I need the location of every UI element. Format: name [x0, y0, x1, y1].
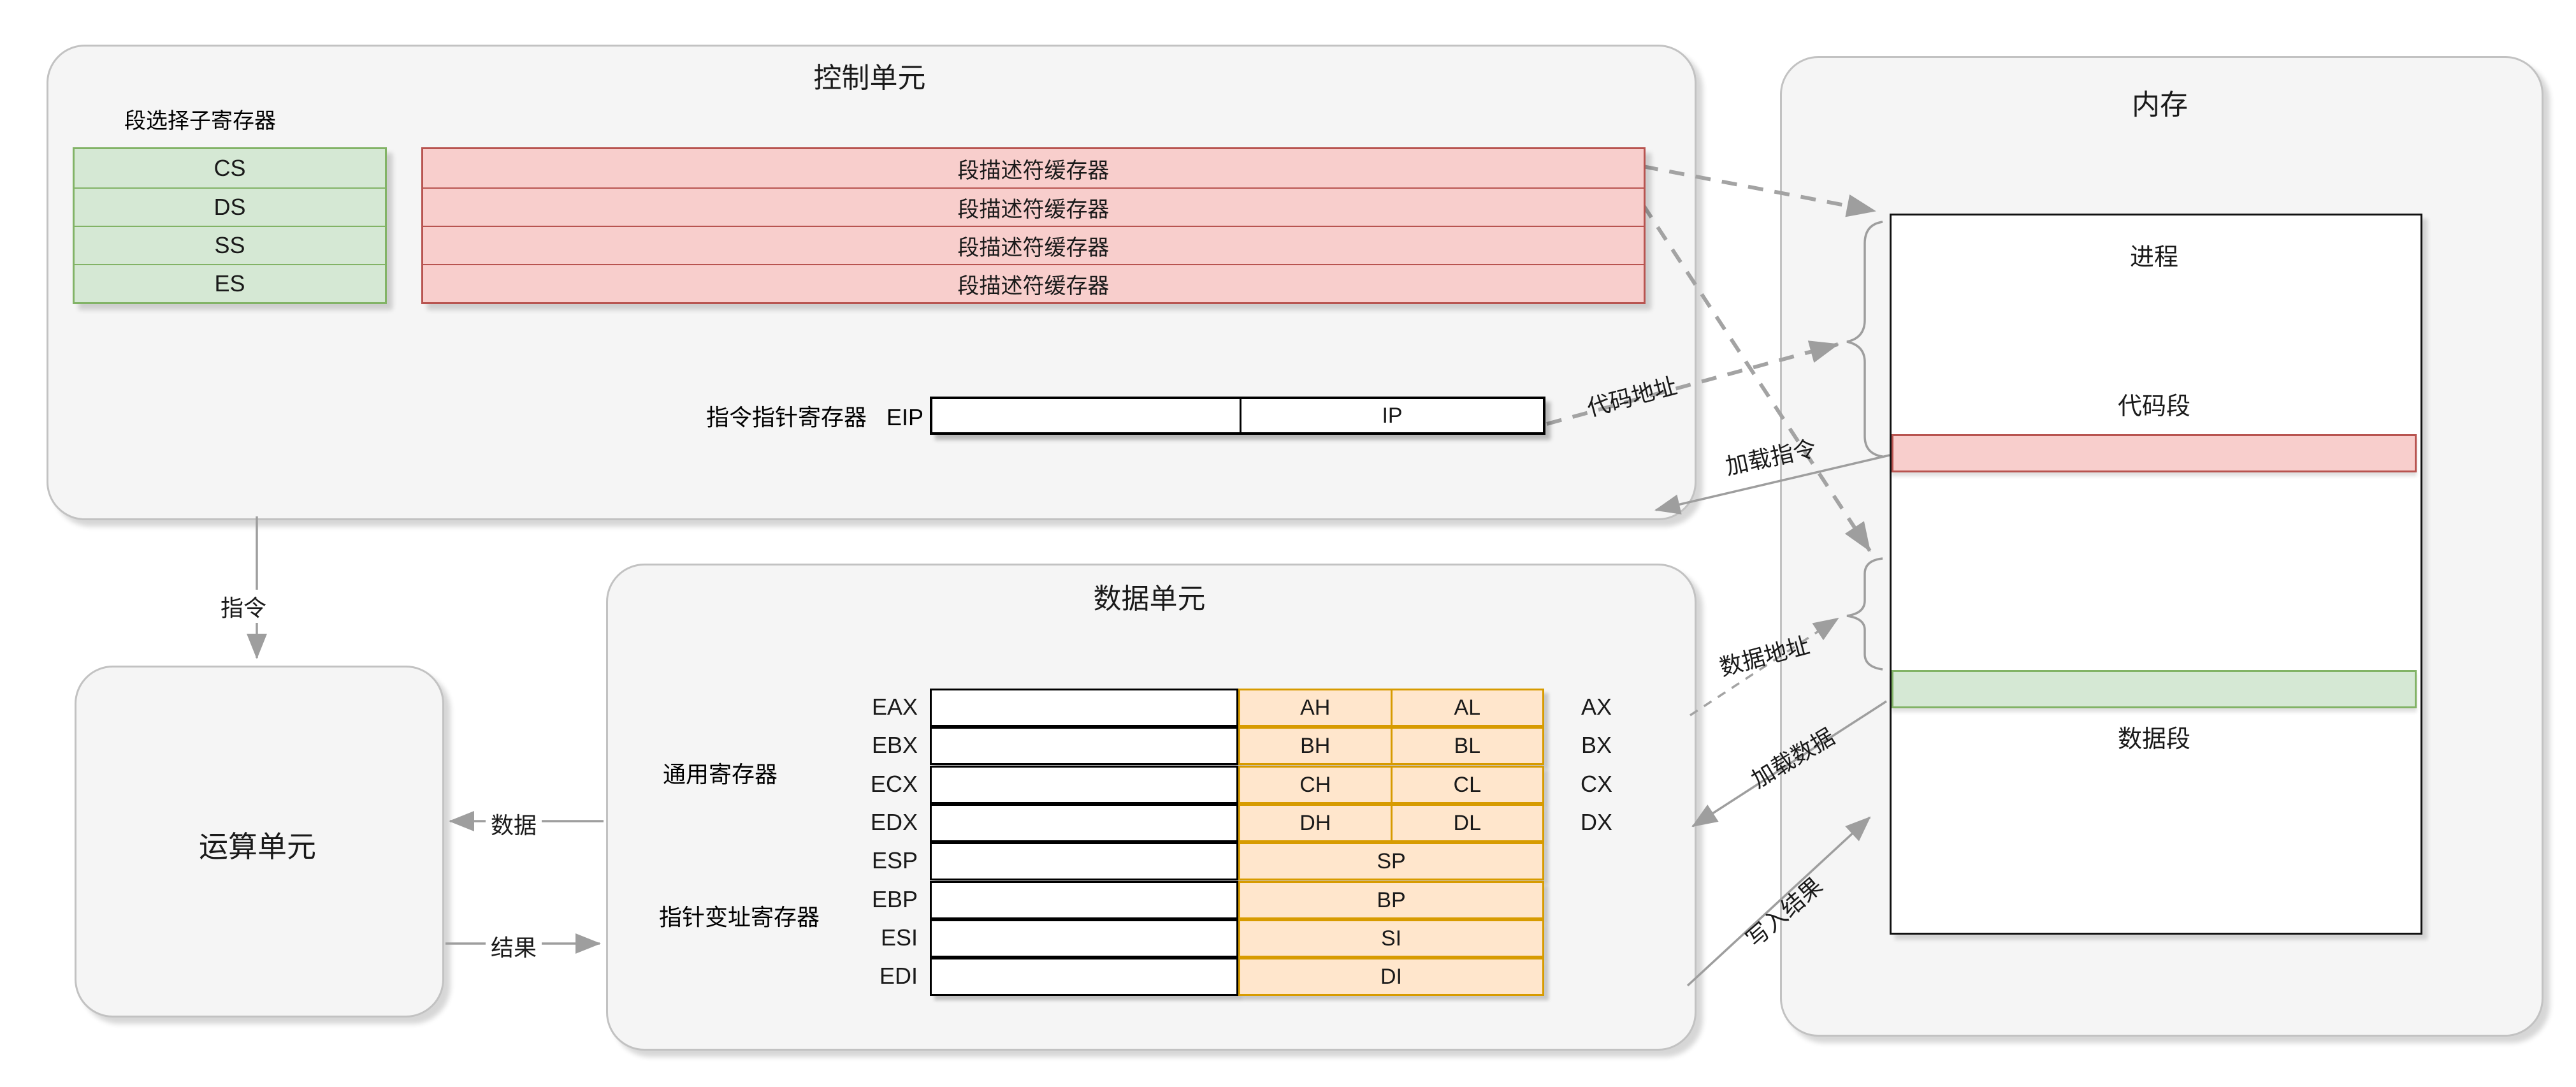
selector-row-es: ES: [75, 264, 385, 302]
data-unit-title: 数据单元: [1093, 583, 1206, 615]
register-cell-ch: CH: [1299, 772, 1331, 797]
register-cell-sp: SP: [1377, 849, 1406, 873]
register-high-cell-eax: [930, 689, 1238, 727]
edge-instruction-label: 指令: [215, 590, 272, 623]
memory-title: 内存: [2132, 89, 2188, 120]
register-high-cell-esi: [930, 919, 1238, 958]
register-name-ecx: ECX: [870, 771, 918, 797]
register-16bit-cells-edx: DH DL: [1238, 804, 1544, 842]
descriptor-cache-row: 段描述符缓存器: [423, 226, 1644, 264]
instruction-pointer-register-label: 指令指针寄存器: [706, 404, 867, 430]
eip-register-box: IP: [930, 397, 1545, 435]
register-cell-bl: BL: [1390, 729, 1543, 763]
register-name-dx: DX: [1580, 809, 1612, 835]
code-highlight-strip: [1892, 434, 2417, 472]
register-name-ax: AX: [1581, 694, 1612, 720]
edge-result-label: 结果: [486, 930, 542, 963]
data-region-brace: [1846, 557, 1883, 671]
register-cell-al: AL: [1390, 690, 1543, 725]
descriptor-cache-row: 段描述符缓存器: [957, 158, 1110, 183]
alu-title: 运算单元: [199, 830, 316, 863]
register-16bit-cells-ebx: BH BL: [1238, 727, 1544, 765]
data-segment-label: 数据段: [2117, 726, 2190, 753]
eip-high-cell: [932, 399, 1241, 432]
register-cell-bp: BP: [1377, 887, 1406, 912]
control-unit-title: 控制单元: [813, 62, 926, 94]
code-region-brace: [1846, 221, 1883, 458]
register-name-edi: EDI: [879, 963, 918, 989]
register-name-ebp: EBP: [871, 886, 918, 912]
process-label: 进程: [2129, 244, 2178, 271]
alu-box: [75, 666, 444, 1018]
register-name-ebx: EBX: [871, 732, 918, 758]
register-cell-bh: BH: [1300, 733, 1331, 758]
register-high-cell-ecx: [930, 766, 1238, 804]
register-16bit-cells-esp: SP: [1238, 842, 1544, 880]
register-high-cell-edi: [930, 958, 1238, 996]
eip-name-label: EIP: [886, 404, 924, 430]
register-name-cx: CX: [1580, 771, 1612, 797]
register-cell-si: SI: [1380, 926, 1402, 951]
register-name-eax: EAX: [871, 694, 918, 720]
descriptor-cache-row: 段描述符缓存器: [423, 187, 1644, 226]
pointer-index-registers-label: 指针变址寄存器: [658, 904, 820, 930]
descriptor-cache-row: 段描述符缓存器: [423, 264, 1644, 302]
register-cell-dl: DL: [1390, 806, 1543, 840]
register-16bit-cells-edi: DI: [1238, 958, 1544, 996]
register-16bit-cells-ecx: CH CL: [1238, 766, 1544, 804]
segment-descriptor-cache-table: 段描述符缓存器 段描述符缓存器 段描述符缓存器 段描述符缓存器: [421, 147, 1646, 304]
general-registers-label: 通用寄存器: [662, 761, 778, 787]
register-high-cell-esp: [930, 842, 1238, 880]
edge-load-data-line: [1691, 700, 1887, 828]
register-high-cell-edx: [930, 804, 1238, 842]
data-highlight-strip: [1892, 670, 2417, 708]
edge-data-label: 数据: [486, 807, 542, 840]
edge-descriptor-to-process-line: [1642, 164, 1876, 217]
register-high-cell-ebp: [930, 881, 1238, 919]
eip-ip-cell: IP: [1382, 403, 1403, 428]
process-memory-box: [1890, 214, 2422, 935]
segment-selector-registers-label: 段选择子寄存器: [124, 109, 276, 133]
register-name-edx: EDX: [870, 809, 918, 835]
code-segment-label: 代码段: [2117, 393, 2190, 420]
selector-row-ds: DS: [75, 187, 385, 226]
register-cell-cl: CL: [1390, 768, 1543, 802]
selector-row-cs: CS: [213, 155, 246, 181]
edge-data-address-line: [1690, 617, 1839, 717]
register-cell-ah: AH: [1300, 695, 1331, 720]
register-16bit-cells-esi: SI: [1238, 919, 1544, 958]
register-16bit-cells-ebp: BP: [1238, 881, 1544, 919]
register-name-esi: ESI: [880, 924, 918, 951]
edge-code-address-line: [1546, 340, 1839, 426]
register-cell-dh: DH: [1299, 810, 1331, 835]
edge-load-instruction-line: [1654, 454, 1890, 514]
segment-selector-table: CS DS SS ES: [73, 147, 387, 304]
register-cell-di: DI: [1380, 964, 1402, 989]
selector-row-ss: SS: [75, 226, 385, 264]
register-16bit-cells-eax: AH AL: [1238, 689, 1544, 727]
register-high-cell-ebx: [930, 727, 1238, 765]
edge-write-result-line: [1686, 816, 1871, 987]
register-name-esp: ESP: [871, 847, 918, 873]
register-name-bx: BX: [1581, 732, 1612, 758]
